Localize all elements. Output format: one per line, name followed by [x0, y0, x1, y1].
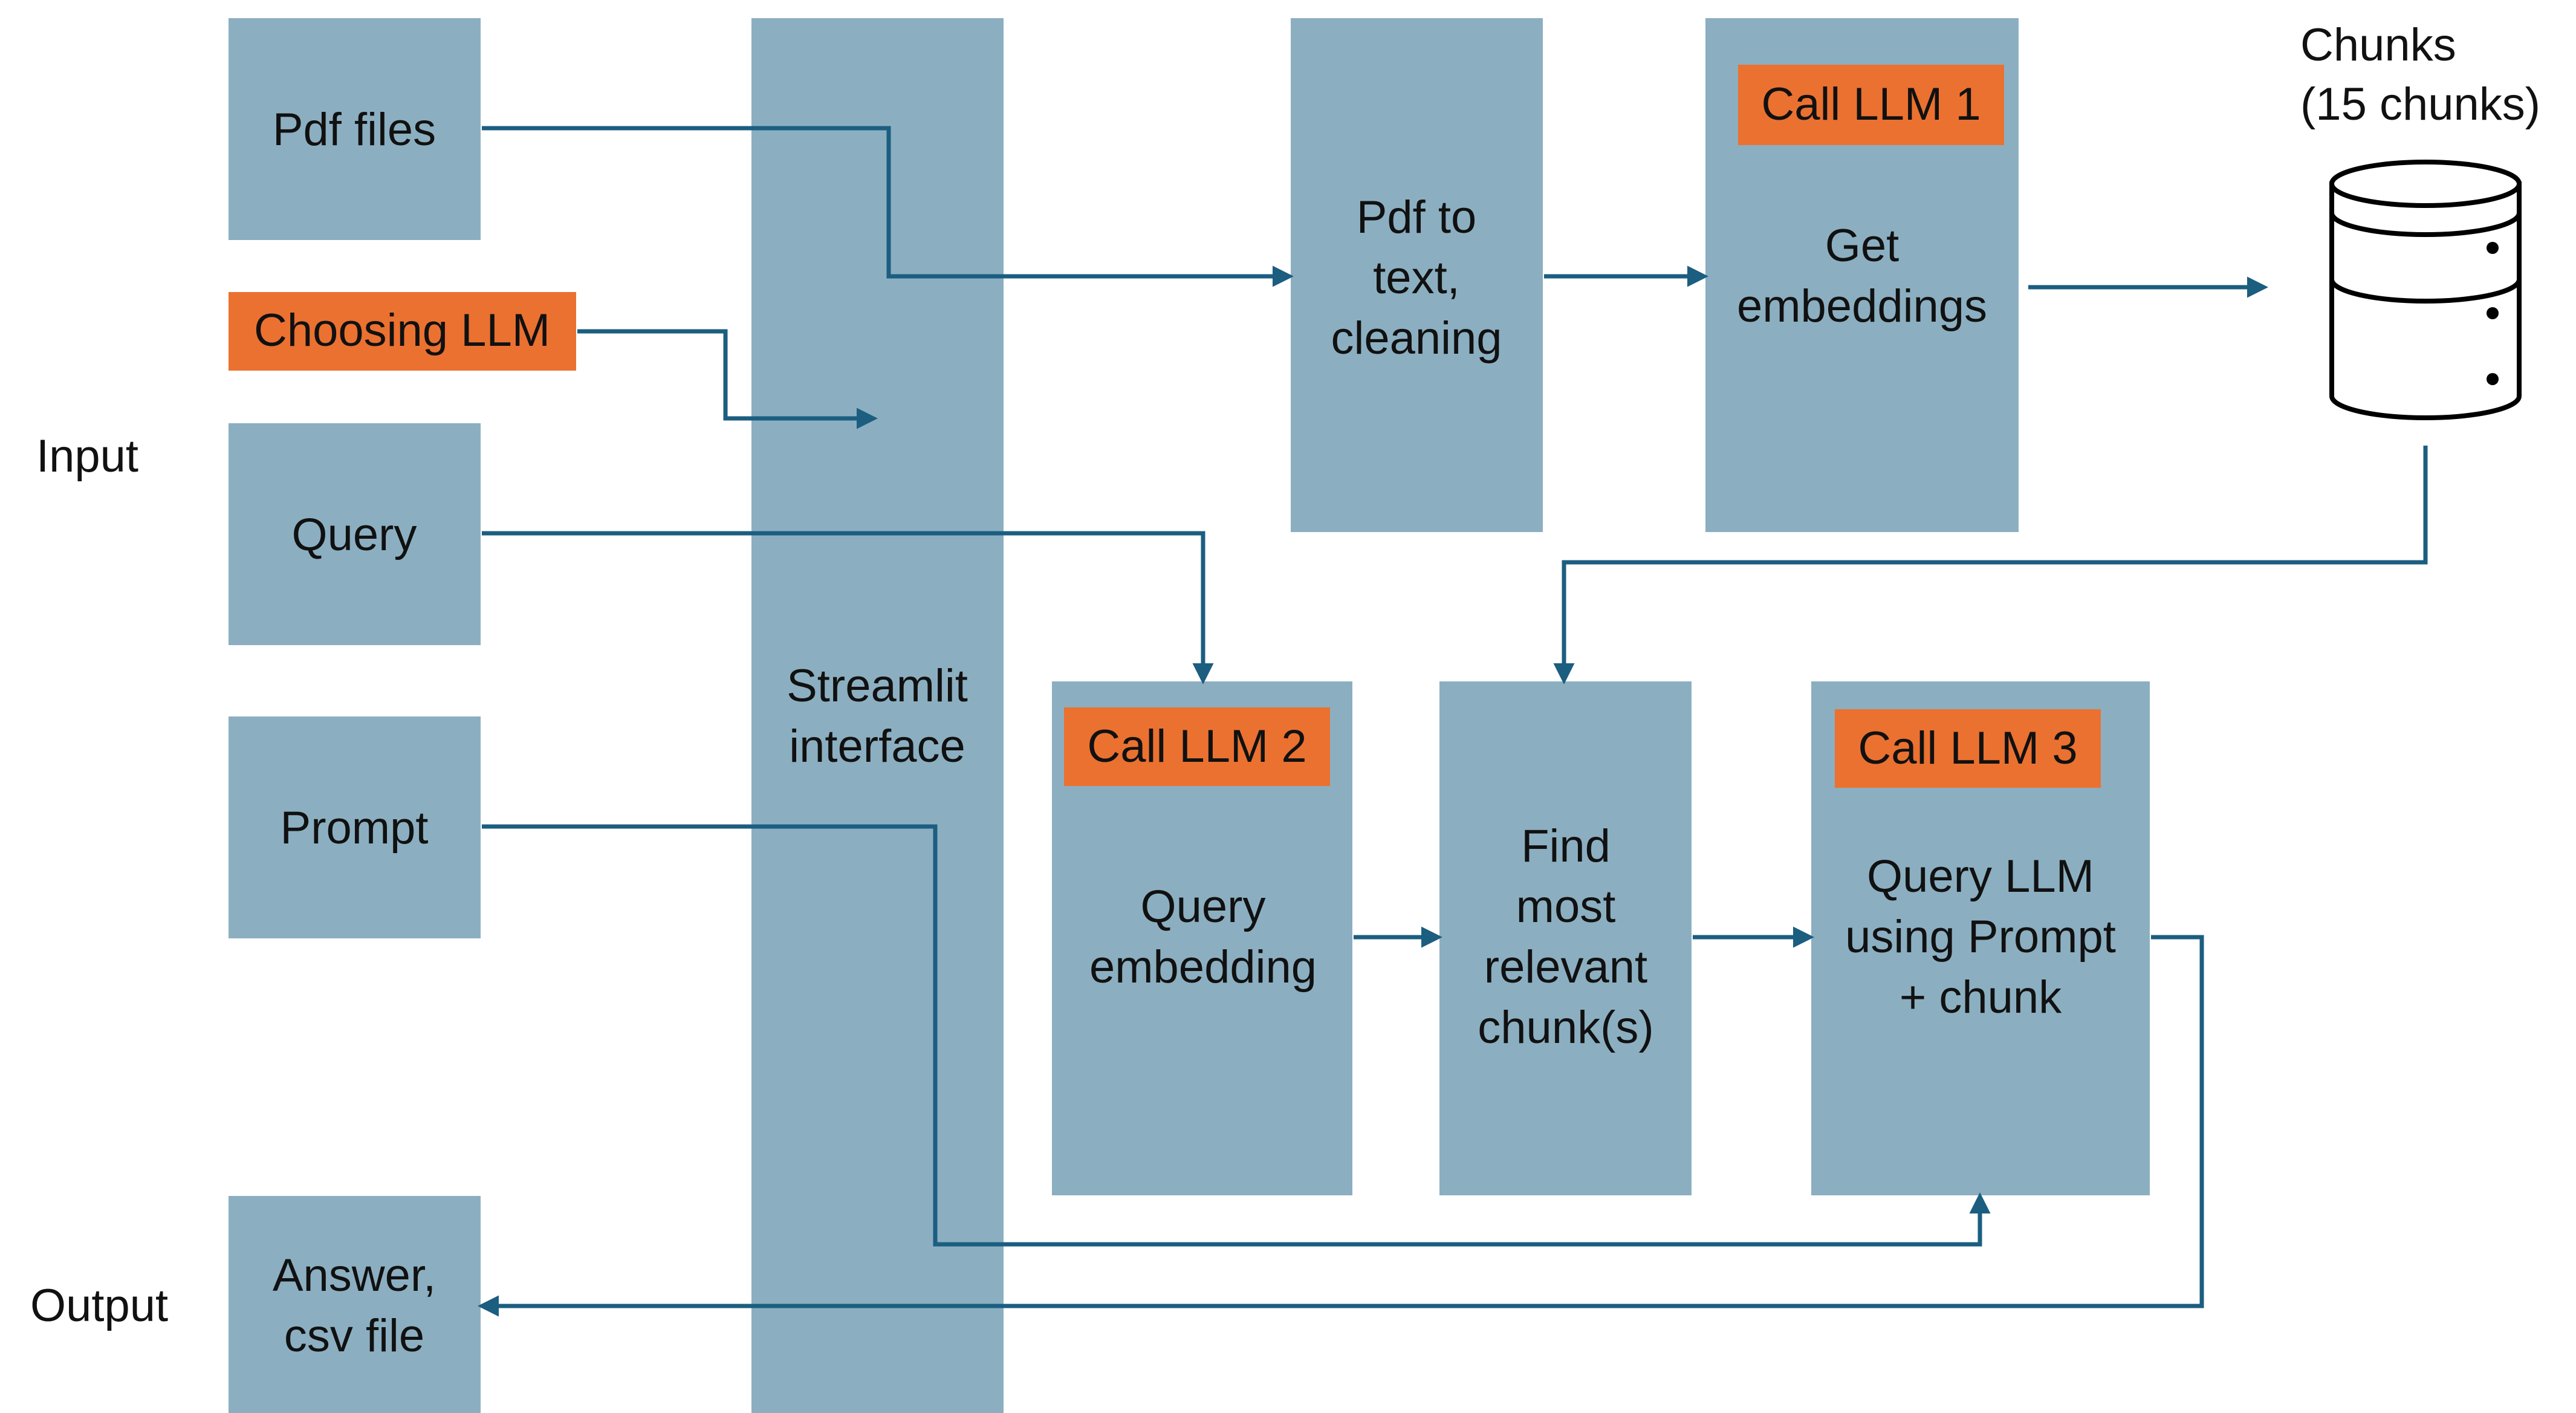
find-chunks-line-2: most [1516, 881, 1616, 932]
query-label: Query [292, 509, 417, 560]
query-llm-line-1: Query LLM [1867, 851, 2094, 902]
arrow-prompt-to-query-llm [482, 824, 1991, 1247]
arrow-query-to-query-embedding [482, 531, 1214, 684]
output-label: Output [30, 1280, 168, 1331]
output-box [229, 1196, 481, 1413]
call-llm-2-tag [1064, 707, 1330, 786]
find-chunks-box [1439, 681, 1692, 1195]
pdf-files-label: Pdf files [273, 104, 436, 155]
pdf-to-text-line-3: cleaning [1331, 313, 1502, 364]
streamlit-line-1: Streamlit [787, 660, 968, 712]
pdf-files-box [229, 18, 481, 240]
find-chunks-line-1: Find [1521, 820, 1611, 872]
pdf-to-text-line-2: text, [1373, 252, 1460, 304]
chunks-title-line-1: Chunks [2300, 19, 2456, 71]
query-embedding-line-1: Query [1141, 881, 1266, 932]
call-llm-1-tag [1738, 65, 2004, 145]
arrow-pdf-to-pdftext [482, 126, 1294, 287]
query-llm-line-2: using Prompt [1845, 911, 2116, 963]
streamlit-line-2: interface [789, 721, 965, 772]
choosing-llm-label: Choosing LLM [254, 305, 550, 356]
get-embeddings-line-1: Get [1825, 220, 1900, 271]
call-llm-3-label: Call LLM 3 [1858, 723, 2077, 774]
call-llm-1-label: Call LLM 1 [1761, 79, 1981, 130]
call-llm-2-label: Call LLM 2 [1087, 721, 1306, 772]
prompt-box [229, 716, 481, 938]
output-line-1: Answer, [273, 1250, 436, 1301]
arrow-query-llm-to-output [478, 935, 2204, 1317]
choosing-llm-box [229, 292, 576, 371]
streamlit-interface-box [751, 18, 1004, 1413]
arrow-chunks-to-find [1553, 446, 2428, 684]
arrow-llm-choice-to-streamlit [577, 329, 878, 429]
output-line-2: csv file [284, 1310, 424, 1362]
get-embeddings-line-2: embeddings [1737, 281, 1987, 332]
database-icon [2329, 160, 2522, 420]
find-chunks-line-4: chunk(s) [1478, 1002, 1653, 1053]
call-llm-3-tag [1835, 709, 2101, 788]
query-embedding-line-2: embedding [1089, 941, 1317, 993]
chunks-title-line-2: (15 chunks) [2300, 79, 2540, 130]
input-label: Input [36, 430, 138, 482]
query-llm-line-3: + chunk [1900, 972, 2062, 1023]
find-chunks-line-3: relevant [1484, 941, 1647, 993]
pdf-to-text-box [1291, 18, 1543, 532]
pdf-to-text-line-1: Pdf to [1357, 192, 1477, 243]
prompt-label: Prompt [281, 802, 429, 854]
query-box [229, 423, 481, 645]
